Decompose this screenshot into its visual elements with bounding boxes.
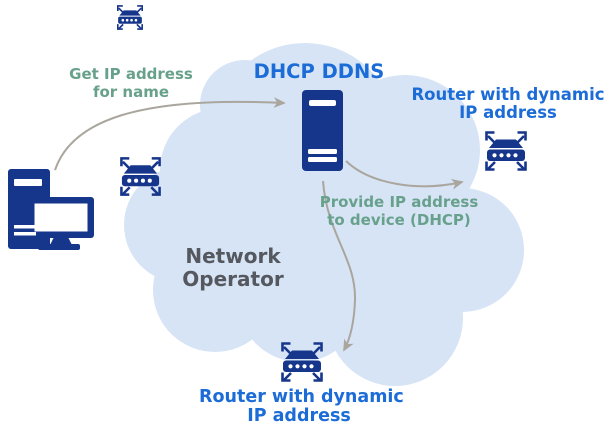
annotation-line: for name [92, 82, 170, 101]
cloud-label-line: Operator [182, 266, 284, 291]
cloud-label-line: Network [185, 244, 281, 268]
label-line: Router with dynamic [199, 387, 404, 407]
router-top-right-label: Router with dynamic IP address [407, 86, 609, 122]
dhcp-response-arrow-down [322, 180, 357, 352]
router-icon-top [117, 5, 143, 30]
annotation-line: to device (DHCP) [327, 210, 471, 229]
server-label: DHCP DDNS [253, 60, 385, 83]
router-bottom-label: Router with dynamic IP address [199, 387, 404, 426]
label-line: IP address [247, 406, 351, 426]
provide-ip-annotation: Provide IP address to device (DHCP) [299, 193, 499, 229]
dhcp-response-arrow-right [345, 160, 464, 190]
get-ip-annotation: Get IP address for name [31, 65, 231, 101]
router-icon-bottom [281, 342, 323, 382]
router-icon-left [120, 157, 161, 196]
annotation-line: Provide IP address [319, 193, 479, 211]
get-ip-request-arrow [54, 97, 286, 171]
cloud-label: Network Operator [133, 245, 333, 290]
annotation-line: Get IP address [69, 65, 193, 83]
router-icon-top-right [485, 131, 527, 171]
client-computer-icon [8, 169, 94, 250]
label-line: IP address [459, 103, 557, 122]
label-line: Router with dynamic [411, 85, 605, 104]
dhcp-ddns-server-icon [302, 90, 343, 171]
